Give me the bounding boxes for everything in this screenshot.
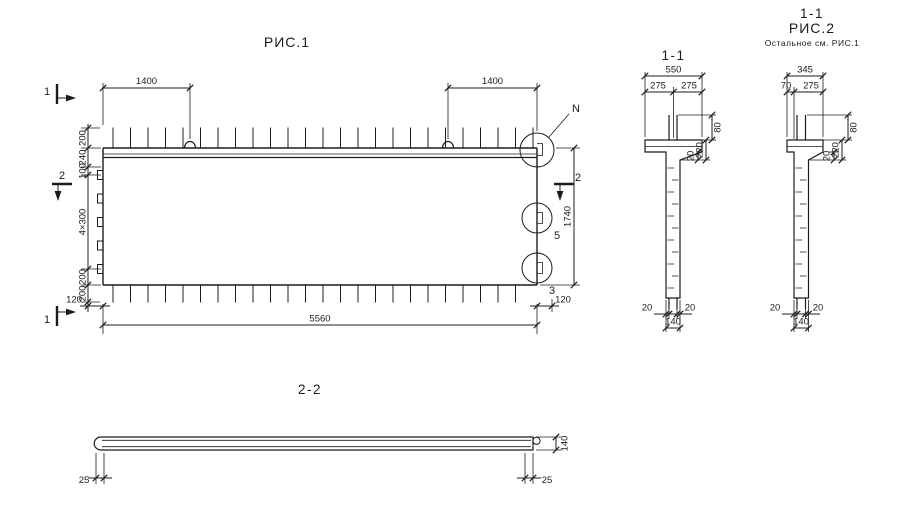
dim-70-275: 70 275 [781,81,827,139]
top-rebar-ticks [104,127,536,148]
dim-345: 345 [783,65,827,137]
cut-label: 2 [575,172,581,184]
dim-label: 140 [793,317,809,328]
dim-120-right: 120 [530,295,571,334]
detail-label-5: 5 [554,230,560,242]
dim-label: 100 [78,163,89,179]
web-hatching [795,167,807,289]
cut-marker-2-right: 2 [554,172,581,201]
cut-label: 1 [44,314,50,326]
figure-2-section-title: 1-1 [800,6,824,21]
figure-2-title: РИС.2 [789,20,835,36]
dim-label: 275 [681,81,697,92]
detail-circle-middle [521,202,553,234]
figure-1-plan-view: РИС.1 1400 1400 [44,34,581,334]
figure-1-title: РИС.1 [264,34,310,50]
dim-label: 120 [66,295,82,306]
dim-label: 25 [542,475,553,486]
dim-550: 550 [641,65,706,137]
dim-label: 20 [813,303,824,314]
dim-label: 20 [642,303,653,314]
web-hatching [667,167,679,289]
dim-label: 4×300 [78,209,89,236]
dim-bottom: 20 20 140 [770,300,824,332]
cut-label: 2 [59,170,65,182]
dim-label: 345 [797,65,813,76]
detail-circle-top [519,132,555,168]
dim-5560: 5560 [99,314,541,329]
section-1-1-shape [644,115,703,309]
dim-right-side: 80 220 20 [807,111,860,164]
dim-label: 25 [79,475,90,486]
detail-label-n: N [572,103,580,115]
dim-right-side: 80 220 20 [678,111,724,164]
dim-label: 275 [803,81,819,92]
dim-label: 200 [78,130,89,146]
dim-label: 275 [650,81,666,92]
dim-25-left: 25 [79,453,112,486]
dim-label: 1400 [136,76,157,87]
dim-120-left: 120 [66,295,110,334]
cut-marker-1-bottom: 1 [44,306,76,326]
dim-25-right: 25 [517,453,552,486]
dim-1400-right: 1400 [444,76,541,139]
detail-callouts: N 5 3 [519,103,580,297]
dim-label: 550 [666,65,682,76]
dim-label: 20 [686,151,697,162]
bar-end-hook-right [532,436,541,445]
detail-leader-line [548,113,570,138]
dim-label: 220 [695,142,706,158]
dim-bottom: 20 20 140 [642,300,696,332]
dim-label: 80 [849,122,860,133]
section-1-1-view: 1-1 550 275 275 [641,48,724,332]
dim-label: 70 [781,81,792,92]
dim-label: 20 [770,303,781,314]
dim-275-275: 275 275 [641,81,706,138]
dim-label: 220 [831,142,842,158]
cut-marker-1-top: 1 [44,84,76,104]
dim-label: 240 [78,150,89,166]
bottom-rebar-ticks [111,285,532,303]
detail-label-3: 3 [549,285,555,297]
dim-label: 20 [822,151,833,162]
dim-label: 20 [685,303,696,314]
section-2-2-shape [93,436,541,451]
keyway-notches [97,170,103,274]
dim-chain-left: 200 240 100 4×300 200 200 [78,124,101,312]
dim-140-height: 140 [536,433,571,454]
panel-outline [97,127,538,303]
dim-label: 200 [78,286,89,302]
dim-1400-left: 1400 [99,76,194,139]
cut-label: 1 [44,86,50,98]
dim-label: 1740 [563,206,574,227]
dim-label: 200 [78,269,89,285]
bar-end-loop-left [93,436,102,451]
dim-label: 5560 [309,314,330,325]
dim-label: 140 [665,317,681,328]
dim-label: 140 [560,436,571,452]
section-2-2-view: 2-2 25 25 140 [79,382,571,486]
section-1-1-title: 1-1 [661,48,685,63]
dim-label: 120 [555,295,571,306]
dim-1740: 1740 [540,144,580,289]
figure-2-note: Остальное см. РИС.1 [765,38,860,48]
cut-marker-2-left: 2 [52,170,72,201]
figure-2-section-view: 1-1 РИС.2 Остальное см. РИС.1 345 70 275 [765,6,860,332]
detail-circle-bottom [521,252,553,284]
figure-2-shape [786,115,824,309]
section-2-2-title: 2-2 [298,382,322,397]
dim-label: 1400 [482,76,503,87]
dim-label: 80 [713,122,724,133]
